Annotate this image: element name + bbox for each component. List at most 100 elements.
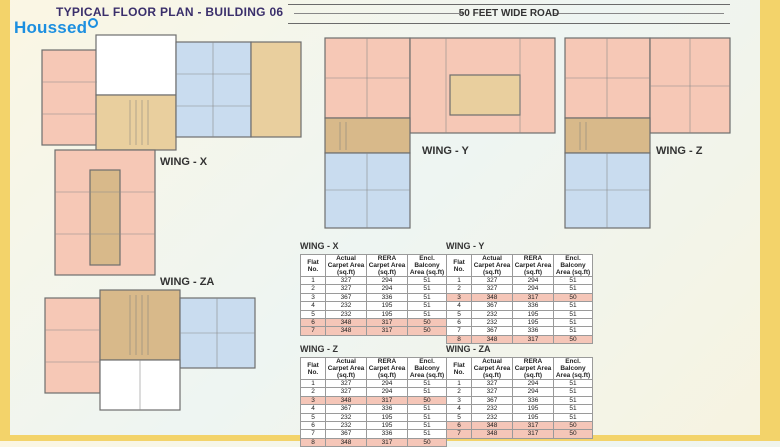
table-header-cell: Flat No. — [300, 254, 326, 277]
table-cell: 327 — [471, 387, 513, 397]
wing-y-lobby — [449, 74, 521, 116]
table-cell: 2 — [446, 284, 472, 294]
table-cell: 51 — [407, 429, 447, 439]
table-cell: 294 — [512, 378, 554, 389]
area-table: Flat No.Actual Carpet Area (sq.ft)RERA C… — [446, 254, 593, 345]
table-title: WING - Y — [446, 241, 485, 251]
table-cell: 232 — [325, 301, 367, 311]
table-cell: 3 — [446, 292, 472, 303]
table-cell: 1 — [300, 275, 326, 286]
table-cell: 50 — [553, 429, 593, 439]
table-cell: 2 — [300, 387, 326, 397]
table-cell: 367 — [471, 395, 513, 406]
table-cell: 7 — [446, 429, 472, 439]
table-cell: 327 — [471, 378, 513, 389]
table-header-row: Flat No.Actual Carpet Area (sq.ft)RERA C… — [446, 254, 593, 277]
table-cell: 327 — [471, 284, 513, 294]
table-wing-x: WING - X Flat No.Actual Carpet Area (sq.… — [300, 241, 447, 336]
table-cell: 51 — [407, 292, 447, 303]
wing-y-label: WING - Y — [422, 145, 469, 157]
table-cell: 336 — [512, 301, 554, 311]
table-cell: 51 — [553, 387, 593, 397]
brand-logo[interactable]: Houssed — [14, 18, 99, 38]
table-cell: 327 — [325, 284, 367, 294]
table-cell: 348 — [471, 429, 513, 439]
table-header-cell: Encl. Balcony Area (sq.ft) — [553, 357, 593, 380]
table-cell: 232 — [471, 318, 513, 328]
table-header-cell: Actual Carpet Area (sq.ft) — [325, 254, 367, 277]
table-cell: 348 — [325, 326, 367, 336]
table-cell: 336 — [366, 292, 408, 303]
table-cell: 51 — [407, 404, 447, 414]
table-wing-y: WING - Y Flat No.Actual Carpet Area (sq.… — [446, 241, 593, 345]
table-header-cell: Actual Carpet Area (sq.ft) — [471, 357, 513, 380]
table-cell: 348 — [325, 395, 367, 406]
table-cell: 51 — [553, 301, 593, 311]
table-cell: 50 — [407, 437, 447, 447]
table-cell: 336 — [366, 429, 408, 439]
logo-dot-icon — [88, 18, 99, 28]
table-cell: 5 — [300, 412, 326, 423]
table-cell: 8 — [300, 437, 326, 447]
table-cell: 294 — [366, 378, 408, 389]
table-cell: 2 — [446, 387, 472, 397]
table-cell: 50 — [407, 318, 447, 328]
table-cell: 4 — [300, 301, 326, 311]
table-cell: 4 — [446, 301, 472, 311]
table-cell: 51 — [407, 387, 447, 397]
area-table: Flat No.Actual Carpet Area (sq.ft)RERA C… — [446, 357, 593, 439]
wing-za-label: WING - ZA — [160, 276, 215, 288]
table-cell: 367 — [471, 326, 513, 336]
wing-za-flat-7 — [44, 297, 101, 394]
table-cell: 6 — [446, 318, 472, 328]
table-cell: 367 — [471, 301, 513, 311]
table-cell: 348 — [325, 437, 367, 447]
table-cell: 51 — [553, 275, 593, 286]
table-header-cell: Flat No. — [446, 254, 472, 277]
table-cell: 6 — [446, 421, 472, 431]
page-title: TYPICAL FLOOR PLAN - BUILDING 06 — [56, 5, 284, 19]
table-cell: 51 — [407, 275, 447, 286]
table-cell: 195 — [512, 412, 554, 423]
table-cell: 51 — [407, 309, 447, 320]
left-border — [0, 0, 10, 441]
table-cell: 348 — [471, 292, 513, 303]
table-cell: 51 — [553, 404, 593, 414]
table-cell: 327 — [325, 387, 367, 397]
wing-x-label: WING - X — [160, 156, 208, 168]
table-cell: 5 — [300, 309, 326, 320]
table-cell: 50 — [553, 334, 593, 345]
table-cell: 50 — [553, 292, 593, 303]
table-cell: 232 — [471, 309, 513, 320]
table-cell: 1 — [446, 275, 472, 286]
road-band: 50 FEET WIDE ROAD — [288, 4, 730, 24]
table-cell: 327 — [325, 275, 367, 286]
table-title: WING - Z — [300, 344, 338, 354]
wing-z-flat-5 — [564, 152, 651, 229]
table-header-row: Flat No.Actual Carpet Area (sq.ft)RERA C… — [300, 254, 447, 277]
table-header-cell: Encl. Balcony Area (sq.ft) — [553, 254, 593, 277]
table-cell: 327 — [471, 275, 513, 286]
table-header-cell: Actual Carpet Area (sq.ft) — [325, 357, 367, 380]
table-cell: 51 — [407, 378, 447, 389]
area-table: Flat No.Actual Carpet Area (sq.ft)RERA C… — [300, 254, 447, 336]
